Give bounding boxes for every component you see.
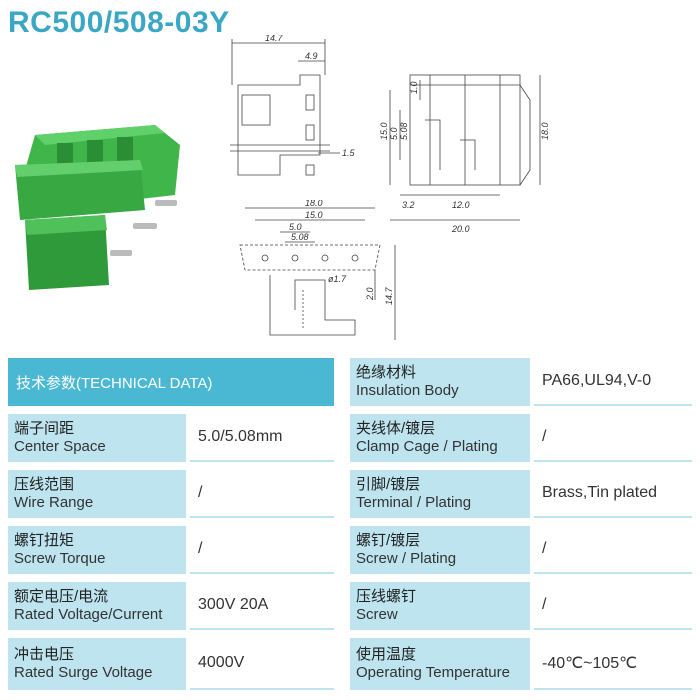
spec-value: PA66,UL94,V-0 — [534, 358, 692, 406]
spec-label-en: Screw — [356, 606, 398, 623]
spec-label: 绝缘材料 Insulation Body — [350, 358, 530, 406]
spec-label: 冲击电压 Rated Surge Voltage — [8, 638, 186, 690]
spec-label-zh: 螺钉/镀层 — [356, 532, 421, 549]
spec-label-en: Terminal / Plating — [356, 494, 472, 511]
product-photo — [15, 125, 180, 290]
spec-label-en: Operating Temperature — [356, 664, 510, 681]
dim-label: 15.0 — [380, 122, 389, 140]
dim-label: 14.7 — [384, 286, 394, 305]
spec-label-zh: 额定电压/电流 — [14, 588, 109, 605]
spec-label-zh: 压线螺钉 — [356, 588, 417, 605]
spec-label: 压线螺钉 Screw — [350, 582, 530, 630]
dim-label: 5.08 — [291, 232, 309, 242]
dim-label: 1.0 — [409, 81, 419, 94]
spec-value: 4000V — [190, 638, 334, 690]
spec-label-zh: 绝缘材料 — [356, 364, 417, 381]
dim-label: 5.0 — [389, 127, 399, 140]
spec-label: 引脚/镀层 Terminal / Plating — [350, 470, 530, 518]
spec-label: 夹线体/镀层 Clamp Cage / Plating — [350, 414, 530, 462]
spec-label-en: Rated Voltage/Current — [14, 606, 163, 623]
spec-label-en: Insulation Body — [356, 382, 459, 399]
spec-value: -40℃~105℃ — [534, 638, 692, 690]
dim-label: 4.9 — [305, 51, 318, 61]
dim-label: 20.0 — [451, 224, 470, 234]
spec-label-zh: 引脚/镀层 — [356, 476, 421, 493]
dim-label: 18.0 — [540, 122, 550, 140]
dim-label: 2.0 — [365, 287, 375, 301]
spec-value: / — [534, 414, 692, 462]
side-view-drawing: 14.7 4.9 1.5 — [230, 35, 356, 176]
spec-label-en: Rated Surge Voltage — [14, 664, 153, 681]
spec-label-en: Screw / Plating — [356, 550, 457, 567]
spec-label: 使用温度 Operating Temperature — [350, 638, 530, 690]
spec-label: 螺钉/镀层 Screw / Plating — [350, 526, 530, 574]
dim-label: 12.0 — [452, 200, 470, 210]
product-title: RC500/508-03Y — [8, 6, 230, 39]
dim-label: 5.08 — [399, 122, 409, 140]
spec-label-zh: 使用温度 — [356, 646, 417, 663]
dim-label: 1.5 — [342, 148, 356, 158]
spec-value: / — [190, 470, 334, 518]
technical-data-table: 技术参数(TECHNICAL DATA) 端子间距 Center Space 5… — [8, 358, 692, 696]
dim-label: 15.0 — [305, 210, 323, 220]
spec-label-zh: 螺钉扭矩 — [14, 532, 75, 549]
spec-label-en: Center Space — [14, 438, 106, 455]
table-header: 技术参数(TECHNICAL DATA) — [8, 358, 334, 406]
dim-label: 3.2 — [402, 200, 415, 210]
spec-value: 300V 20A — [190, 582, 334, 630]
dim-label: ø1.7 — [328, 274, 347, 284]
spec-value: / — [190, 526, 334, 574]
spec-label: 额定电压/电流 Rated Voltage/Current — [8, 582, 186, 630]
spec-label-zh: 压线范围 — [14, 476, 75, 493]
spec-value: / — [534, 526, 692, 574]
spec-value: Brass,Tin plated — [534, 470, 692, 518]
spec-value: 5.0/5.08mm — [190, 414, 334, 462]
spec-label-en: Screw Torque — [14, 550, 106, 567]
spec-label-en: Clamp Cage / Plating — [356, 438, 498, 455]
spec-label: 端子间距 Center Space — [8, 414, 186, 462]
spec-label: 螺钉扭矩 Screw Torque — [8, 526, 186, 574]
spec-label-en: Wire Range — [14, 494, 94, 511]
dim-label: 18.0 — [305, 200, 323, 208]
dim-label: 5.0 — [289, 222, 302, 232]
spec-label: 压线范围 Wire Range — [8, 470, 186, 518]
spec-label-zh: 夹线体/镀层 — [356, 420, 436, 437]
top-view-drawing: 18.0 15.0 5.0 5.08 ø1.7 2.0 14.7 — [239, 200, 396, 340]
spec-value: / — [534, 582, 692, 630]
spec-label-zh: 冲击电压 — [14, 646, 75, 663]
spec-label-zh: 端子间距 — [14, 420, 75, 437]
front-view-drawing: 1.0 5.08 5.0 15.0 18.0 3.2 12.0 20.0 — [380, 74, 550, 234]
dim-label: 14.7 — [265, 35, 284, 43]
